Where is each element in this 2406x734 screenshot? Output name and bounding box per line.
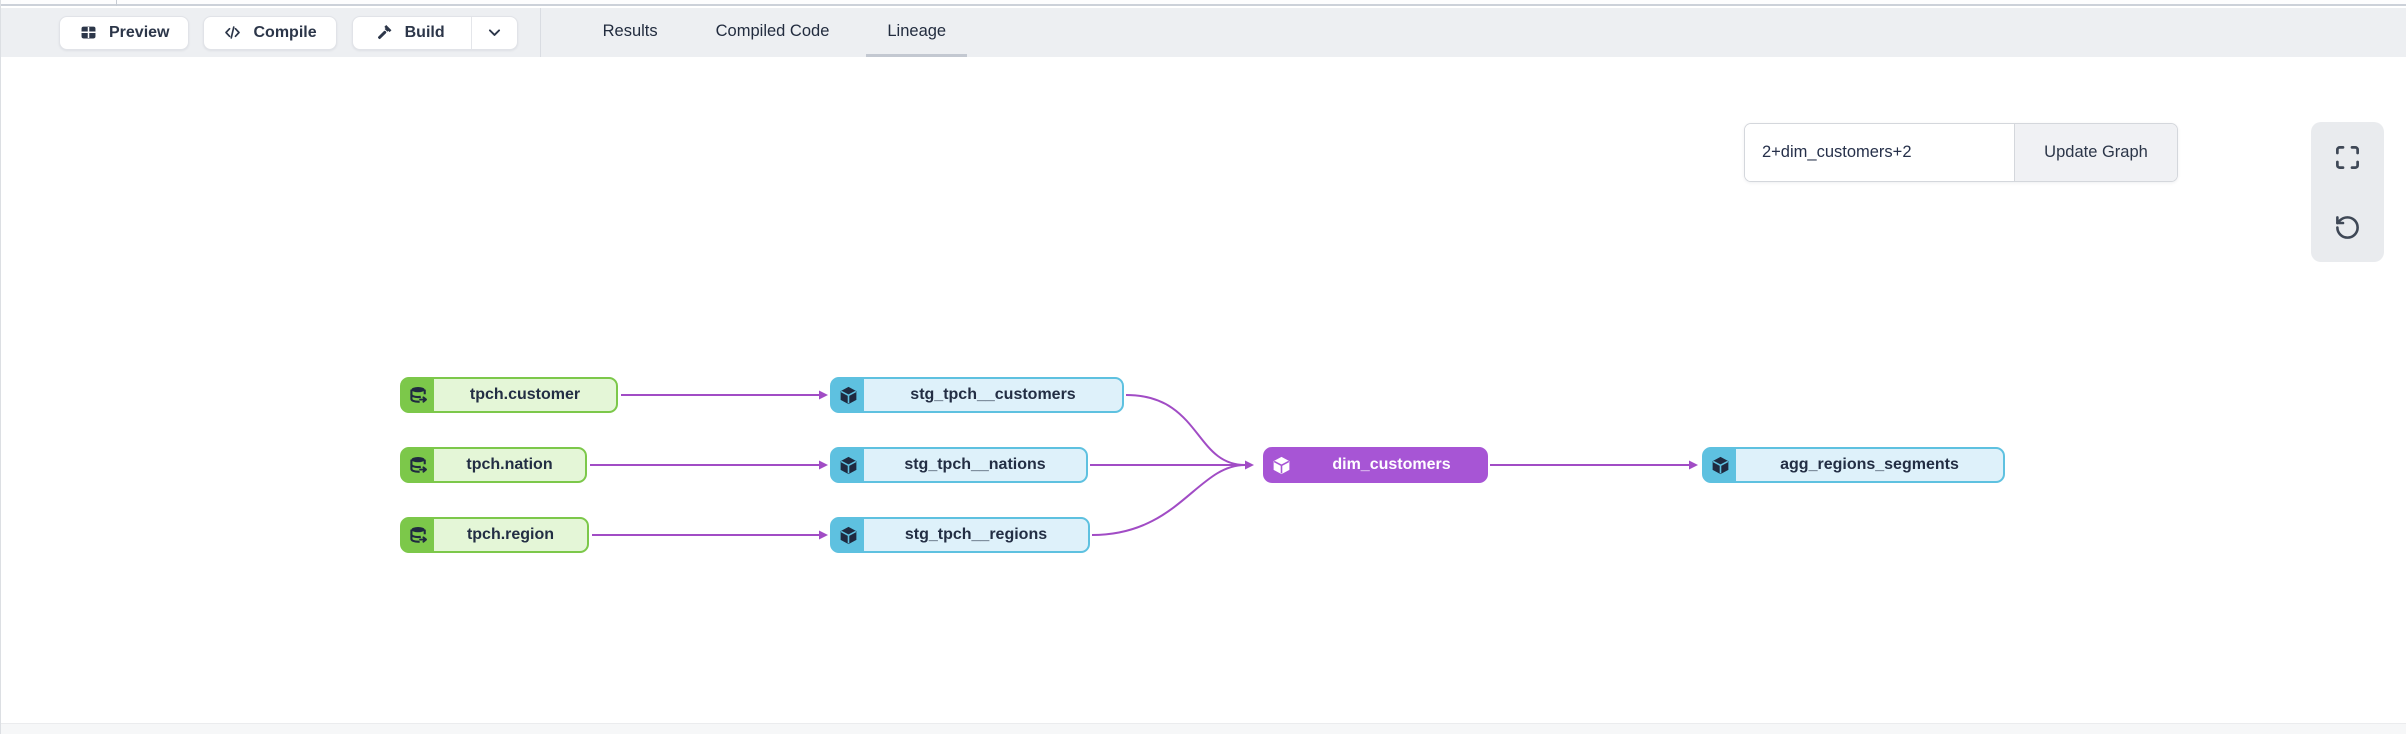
- tab-compiled-code[interactable]: Compiled Code: [715, 21, 830, 40]
- node-selector-group: Update Graph: [1744, 123, 2178, 182]
- lineage-node-stg-tpch-customers[interactable]: stg_tpch__customers: [830, 377, 1124, 413]
- fullscreen-icon: [2336, 145, 2359, 169]
- lineage-node-tpch-customer[interactable]: tpch.customer: [400, 377, 618, 413]
- node-label: stg_tpch__regions: [904, 526, 1048, 543]
- cube-icon: [1704, 449, 1736, 481]
- node-label: dim_customers: [1332, 456, 1451, 473]
- update-graph-button[interactable]: Update Graph: [2014, 124, 2177, 181]
- table-icon: [81, 26, 96, 39]
- cube-icon: [832, 449, 864, 481]
- reset-view-button[interactable]: [2311, 192, 2384, 262]
- tab-lineage[interactable]: Lineage: [866, 8, 968, 57]
- node-label: stg_tpch__nations: [904, 456, 1046, 473]
- lineage-node-agg-regions-segments[interactable]: agg_regions_segments: [1702, 447, 2005, 483]
- build-split-button: Build: [351, 15, 518, 50]
- cube-icon: [832, 519, 864, 551]
- result-pane-tabs: Results Compiled Code Lineage: [574, 8, 976, 57]
- cube-icon: [832, 379, 864, 411]
- node-label: agg_regions_segments: [1780, 456, 1959, 473]
- tab-results[interactable]: Results: [602, 21, 658, 40]
- build-options-button[interactable]: [470, 16, 517, 49]
- database-export-icon: [402, 379, 434, 411]
- ide-toolbar: Preview Compile Build: [1, 8, 2406, 57]
- node-label: tpch.region: [466, 526, 555, 543]
- database-export-icon: [402, 519, 434, 551]
- lineage-node-tpch-region[interactable]: tpch.region: [400, 517, 589, 553]
- hammer-icon: [377, 25, 392, 40]
- compile-button[interactable]: Compile: [203, 15, 337, 50]
- toolbar-divider: [539, 8, 541, 57]
- preview-button[interactable]: Preview: [59, 15, 190, 50]
- top-strip-divider: [116, 0, 117, 6]
- database-export-icon: [402, 449, 434, 481]
- chevron-down-icon: [488, 29, 500, 36]
- node-selector-input[interactable]: [1745, 124, 2014, 181]
- build-button-label: Build: [404, 23, 445, 41]
- code-icon: [225, 26, 241, 39]
- compile-button-label: Compile: [253, 23, 317, 41]
- lineage-node-dim-customers[interactable]: dim_customers: [1263, 447, 1488, 483]
- lineage-node-tpch-nation[interactable]: tpch.nation: [400, 447, 587, 483]
- lineage-edges: [590, 390, 1698, 540]
- bottom-cutoff-strip: [1, 723, 2406, 734]
- fullscreen-button[interactable]: [2311, 122, 2384, 192]
- lineage-node-stg-tpch-nations[interactable]: stg_tpch__nations: [830, 447, 1088, 483]
- node-label: tpch.nation: [466, 456, 553, 473]
- preview-button-label: Preview: [109, 23, 170, 41]
- rotate-ccw-icon: [2336, 215, 2359, 239]
- cube-icon: [1265, 449, 1297, 481]
- node-label: stg_tpch__customers: [910, 386, 1076, 403]
- lineage-node-stg-tpch-regions[interactable]: stg_tpch__regions: [830, 517, 1090, 553]
- graph-view-controls: [2311, 122, 2384, 262]
- lineage-canvas[interactable]: tpch.customer tpch.nation: [1, 57, 2406, 723]
- top-cutoff-strip: [1, 0, 2406, 6]
- build-button[interactable]: Build: [353, 17, 471, 49]
- node-label: tpch.customer: [469, 386, 581, 403]
